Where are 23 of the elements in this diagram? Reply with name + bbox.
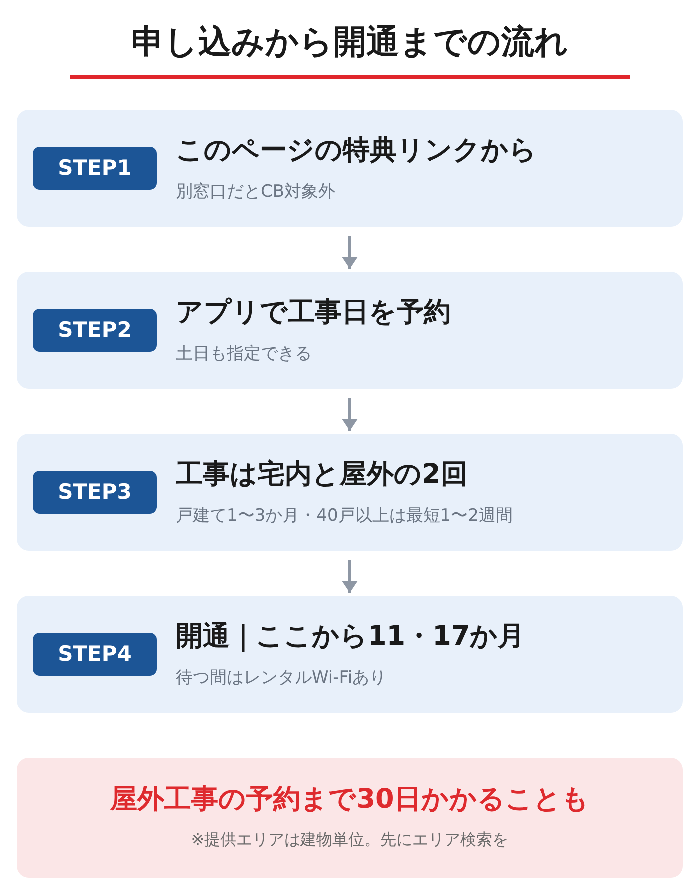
step-card	[17, 272, 683, 389]
step-badge: STEP1	[33, 147, 157, 190]
step-badge: STEP4	[33, 633, 157, 676]
step-heading: 開通｜ここから11・17か月	[176, 620, 526, 654]
warning-heading: 屋外工事の予約まで30日かかることも	[109, 783, 590, 817]
step-heading: アプリで工事日を予約	[176, 296, 451, 330]
step-description: 別窓口だとCB対象外	[176, 181, 336, 204]
warning-box	[17, 758, 683, 878]
step-description: 戸建て1〜3か月・40戸以上は最短1〜2週間	[176, 505, 513, 528]
arrow	[342, 560, 358, 593]
arrow	[342, 398, 358, 431]
step-description: 待つ間はレンタルWi-Fiあり	[176, 667, 387, 690]
step-badge: STEP2	[33, 309, 157, 352]
arrow	[342, 236, 358, 269]
step-card	[17, 434, 683, 551]
step-card	[17, 596, 683, 713]
step-heading: 工事は宅内と屋外の2回	[176, 458, 468, 492]
step-description: 土日も指定できる	[176, 343, 312, 366]
step-card	[17, 110, 683, 227]
step-badge: STEP3	[33, 471, 157, 514]
note-text: ※提供エリアは建物単位。先にエリア検索を	[190, 829, 510, 851]
title: 申し込みから開通までの流れ	[130, 21, 570, 63]
step-heading: このページの特典リンクから	[176, 134, 537, 168]
